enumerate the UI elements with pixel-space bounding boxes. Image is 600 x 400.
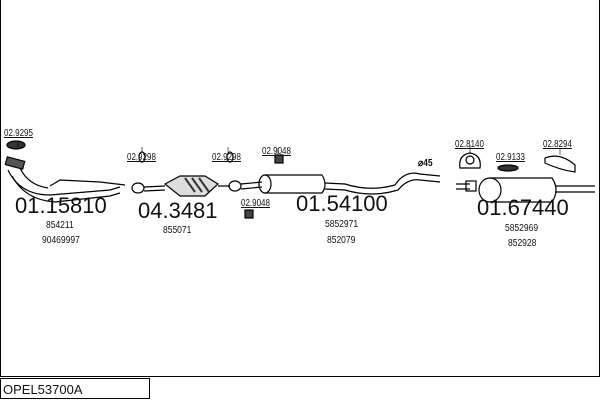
part-number: 01.54100 [296,191,388,216]
ring-fitting-drawing [6,140,234,163]
front-pipe-drawing [4,156,126,203]
part-ref: 5852971 [325,219,359,230]
gasket-drawing [544,155,576,173]
fitting-label: 02.9133 [496,152,525,163]
fitting-label: 02.9295 [4,128,33,139]
part-ref: 852928 [508,238,537,249]
part-ref: 852079 [327,235,356,246]
fitting-label: 02.8140 [455,139,484,150]
hanger-drawing [459,152,481,169]
part-number: 04.3481 [138,198,218,223]
fitting-label: 02.9048 [241,198,270,209]
part-ref: 5852969 [505,223,539,234]
middle-silencer-drawing [258,172,441,195]
clamp-drawing [244,154,284,219]
exhaust-system-drawing [4,140,595,219]
fitting-label: 02.8294 [543,139,572,150]
catalytic-converter-drawing [163,175,219,197]
part-number: 01.15810 [15,193,107,218]
fitting-label: 02.9048 [262,146,291,157]
rear-silencer-drawing [456,177,595,203]
diagram-code: OPEL53700A [0,378,150,399]
fitting-label: 02.9298 [127,152,156,163]
fitting-label: 02.9298 [212,152,241,163]
pipe-diameter-label: ⌀45 [418,158,433,169]
rubber-mount-drawing [497,164,519,172]
part-ref: 855071 [163,225,192,236]
part-number: 01.67440 [477,195,569,220]
part-ref: 854211 [46,220,74,231]
part-ref: 90469997 [42,235,80,246]
